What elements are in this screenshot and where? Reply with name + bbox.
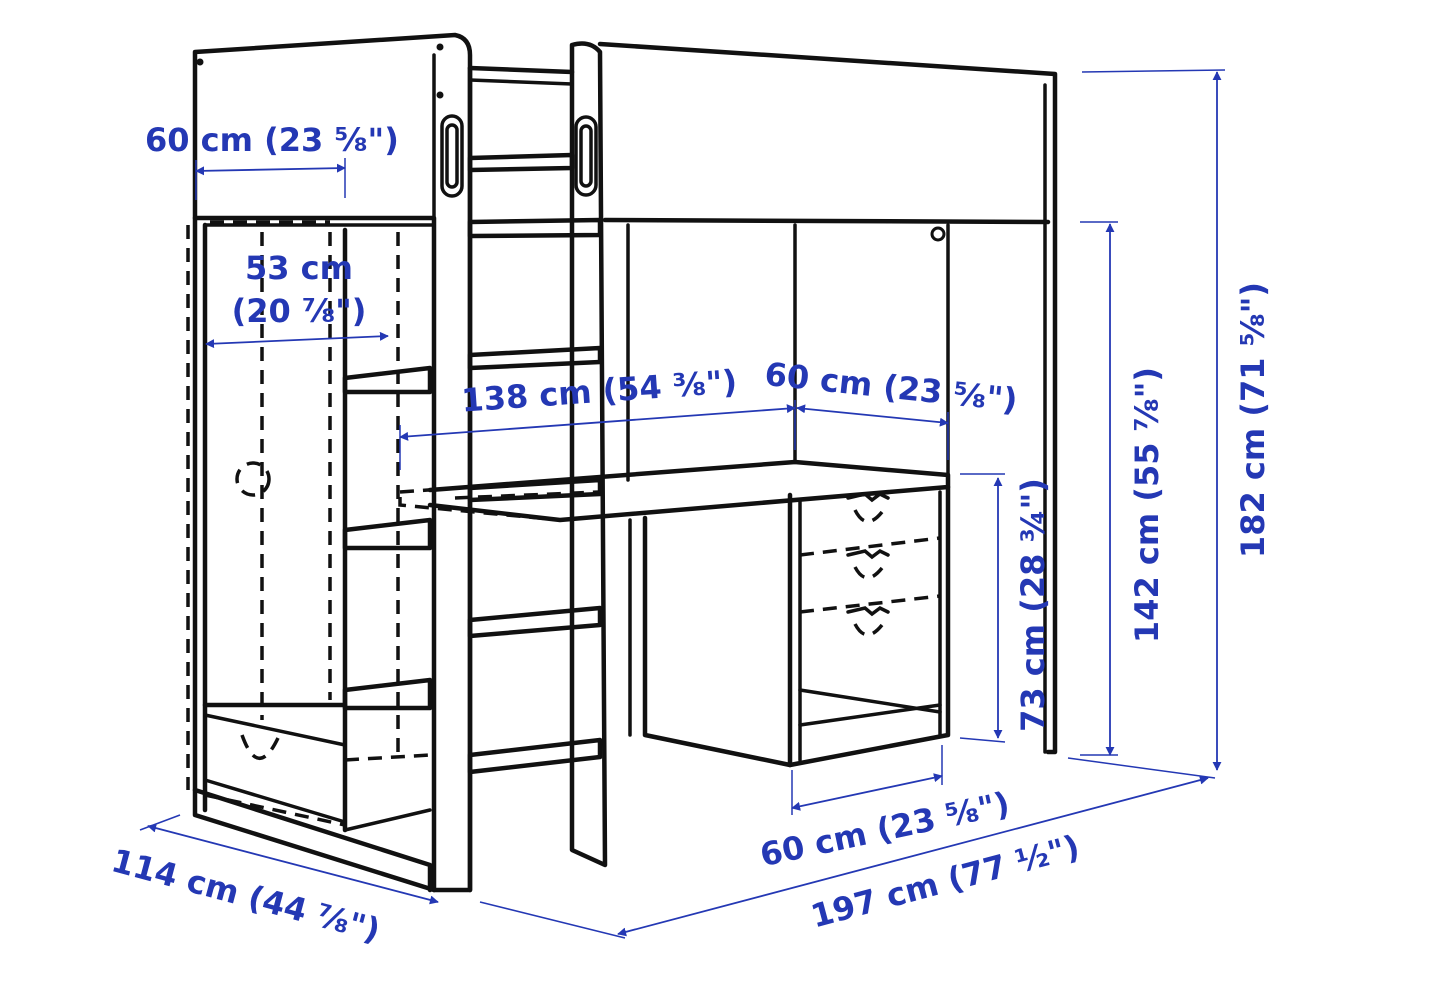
ladder-rung <box>467 345 603 371</box>
wardrobe-shelf <box>342 365 433 395</box>
left-handle-slot <box>440 114 464 198</box>
dimension-labels: 60 cm (23 ⅝") 53 cm (20 ⅞") 138 cm (54 ⅜… <box>108 121 1272 949</box>
right-handle-slot <box>574 115 598 197</box>
bed-side-board <box>597 41 1058 755</box>
ladder-rung <box>467 605 603 639</box>
label-total-height: 182 cm (71 ⅝") <box>1234 282 1272 558</box>
drawer-handle <box>846 548 890 560</box>
left-headboard-panel <box>192 32 473 893</box>
ladder-rung <box>467 217 603 239</box>
label-desk-span: 138 cm (54 ⅜") <box>460 362 738 419</box>
loft-bed-drawing <box>186 32 1058 893</box>
desk-top <box>427 459 951 523</box>
label-wardrobe-inner-width-cm: 53 cm <box>245 249 353 287</box>
label-wardrobe-top-width: 60 cm (23 ⅝") <box>145 121 399 159</box>
ladder-rung <box>467 737 603 775</box>
dimension-lines <box>139 69 1226 939</box>
label-bed-underside-height: 142 cm (55 ⅞") <box>1128 367 1166 643</box>
desk-drawer-unit <box>787 484 951 768</box>
ladder-post-right <box>569 41 608 868</box>
wardrobe-shelf <box>342 517 433 551</box>
ladder-rung <box>467 152 575 173</box>
label-desk-top-depth: 60 cm (23 ⅝") <box>763 355 1019 419</box>
drawer-handle <box>846 605 890 617</box>
label-wardrobe-inner-width-in: (20 ⅞") <box>232 292 367 330</box>
ladder-rung <box>467 477 603 503</box>
label-total-depth: 114 cm (44 ⅞") <box>108 841 385 949</box>
drawer-handle <box>846 491 890 503</box>
desk-left-panel <box>642 515 793 768</box>
label-desk-height: 73 cm (28 ¾") <box>1014 478 1052 732</box>
wardrobe-shelf <box>342 677 433 711</box>
